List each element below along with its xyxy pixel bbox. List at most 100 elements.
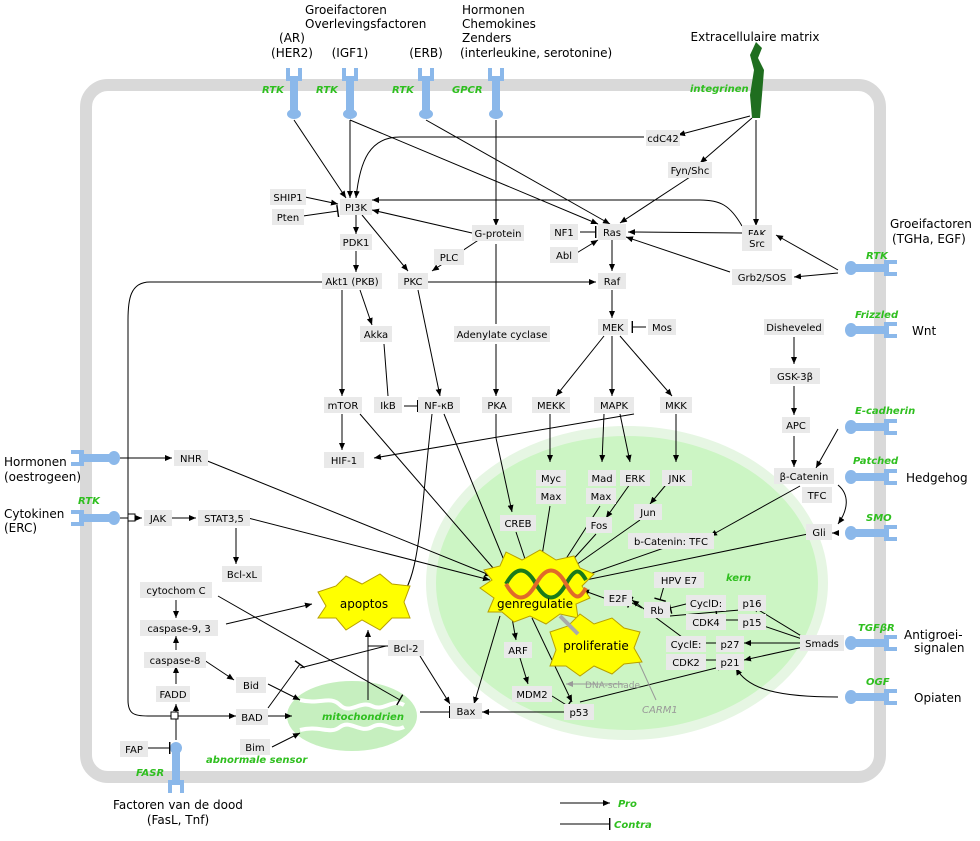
node-box-ikb <box>374 397 402 413</box>
node-box-tfc <box>802 487 832 503</box>
node-box-p27 <box>716 636 744 652</box>
node-box-bim <box>240 739 270 755</box>
label-horm-left-2: (oestrogeen) <box>4 470 81 484</box>
node-label-pka: PKA <box>487 401 506 412</box>
node-box-raf <box>598 273 626 289</box>
node-hpve7: HPV E7 <box>654 572 704 588</box>
node-label-fadd: FADD <box>159 690 186 701</box>
node-box-caspase93 <box>140 620 218 636</box>
label-hedgehog: Hedgehog <box>906 471 968 485</box>
node-box-bcl2 <box>388 640 424 656</box>
node-box-cycle <box>666 636 706 652</box>
node-box-jun <box>634 504 662 520</box>
node-box-nf1 <box>550 224 578 240</box>
node-label-raf: Raf <box>604 277 621 288</box>
node-box-creb <box>500 515 536 531</box>
node-ship1: SHIP1 <box>270 189 306 205</box>
node-gprotein: G-protein <box>472 225 524 241</box>
kern-label: kern <box>726 573 751 584</box>
node-label-plc: PLC <box>440 253 459 264</box>
node-bcatenintfc: b-Catenin: TFC <box>628 533 714 549</box>
node-pi3k: PI3K <box>340 199 372 215</box>
node-box-p16 <box>738 595 766 611</box>
edges <box>120 115 847 830</box>
node-gli: Gli <box>806 524 832 540</box>
node-hif1: HIF-1 <box>324 452 364 468</box>
node-box-mad <box>588 470 616 486</box>
node-box-stat35 <box>198 510 250 526</box>
mitochondria-shape <box>287 681 417 751</box>
node-mek: MEK <box>598 319 628 335</box>
node-box-grb2sos <box>732 269 792 285</box>
node-label-bcl2: Bcl-2 <box>393 644 418 655</box>
node-label-rb: Rb <box>650 606 663 617</box>
node-disheveled: Disheveled <box>764 319 824 335</box>
abnormale-sensor-label: abnormale sensor <box>206 755 308 766</box>
receptor-integrin: integrinen <box>690 84 749 95</box>
node-p27: p27 <box>716 636 744 652</box>
node-mos: Mos <box>648 319 676 335</box>
node-box-akt1 <box>322 273 382 289</box>
node-box-jak <box>144 510 172 526</box>
node-label-mos: Mos <box>652 323 672 334</box>
mitochondrien-label: mitochondrien <box>322 712 404 723</box>
node-label-cdk4: CDK4 <box>692 618 720 629</box>
node-p53: p53 <box>564 704 594 720</box>
node-label-nfkb: NF-κB <box>424 401 454 412</box>
receptor-labels: RTK RTK RTK GPCR integrinen RTK Frizzled… <box>78 84 915 831</box>
receptor-gpcr: GPCR <box>452 85 483 96</box>
node-box-fynshc <box>668 162 712 178</box>
node-label-fos: Fos <box>591 521 608 532</box>
node-apc: APC <box>782 417 810 433</box>
label-opiaten: Opiaten <box>914 691 961 705</box>
node-max2: Max <box>586 488 616 504</box>
node-box-apc <box>782 417 810 433</box>
node-label-tfc: TFC <box>807 491 827 502</box>
node-akt1: Akt1 (PKB) <box>322 273 382 289</box>
proliferatie-label: proliferatie <box>563 639 629 653</box>
receptor-shapes <box>71 68 897 793</box>
node-label-jnk: JNK <box>668 474 686 485</box>
node-label-bad: BAD <box>241 713 263 724</box>
carm1-label: CARM1 <box>642 705 678 716</box>
label-antigroei-1: Antigroei- <box>904 628 963 642</box>
node-jun: Jun <box>634 504 662 520</box>
node-creb: CREB <box>500 515 536 531</box>
node-box-pten <box>272 209 304 225</box>
label-groei-right-1: Groeifactoren <box>890 217 972 231</box>
node-gsk3b: GSK-3β <box>770 368 820 384</box>
node-label-cytochomc: cytochom C <box>146 586 205 597</box>
node-erk: ERK <box>620 470 650 486</box>
node-label-p27: p27 <box>720 640 739 651</box>
node-box-p21 <box>716 654 744 670</box>
node-label-ras: Ras <box>603 228 621 239</box>
node-box-disheveled <box>764 319 824 335</box>
node-pka: PKA <box>482 397 512 413</box>
node-box-jnk <box>662 470 692 486</box>
node-box-cdk2 <box>666 654 706 670</box>
node-caspase8: caspase-8 <box>144 652 206 668</box>
node-box-gprotein <box>472 225 524 241</box>
receptor-tgfbr: TGFβR <box>858 623 895 634</box>
node-label-gsk3b: GSK-3β <box>777 372 813 383</box>
junction-bad <box>170 711 179 720</box>
node-box-nhr <box>174 450 208 466</box>
node-box-p15 <box>738 614 766 630</box>
node-mdm2: MDM2 <box>512 686 552 702</box>
node-label-hif1: HIF-1 <box>331 456 357 467</box>
label-wnt: Wnt <box>912 324 936 338</box>
node-bcatenin: β-Catenin <box>774 468 834 484</box>
integrin-shape <box>750 42 764 118</box>
node-cycle: CyclE: <box>666 636 706 652</box>
node-label-p53: p53 <box>569 708 588 719</box>
label-death-1: Factoren van de dood <box>113 798 243 812</box>
node-bax: Bax <box>450 703 482 719</box>
label-horm-top-3: Zenders <box>462 31 511 45</box>
node-cdc42: cdC42 <box>646 130 680 146</box>
node-box-arf <box>504 642 532 658</box>
node-box-gli <box>806 524 832 540</box>
label-her2: (HER2) <box>271 46 313 60</box>
node-box-bax <box>450 703 482 719</box>
node-label-cdk2: CDK2 <box>672 658 700 669</box>
receptor-patched: Patched <box>853 456 899 467</box>
